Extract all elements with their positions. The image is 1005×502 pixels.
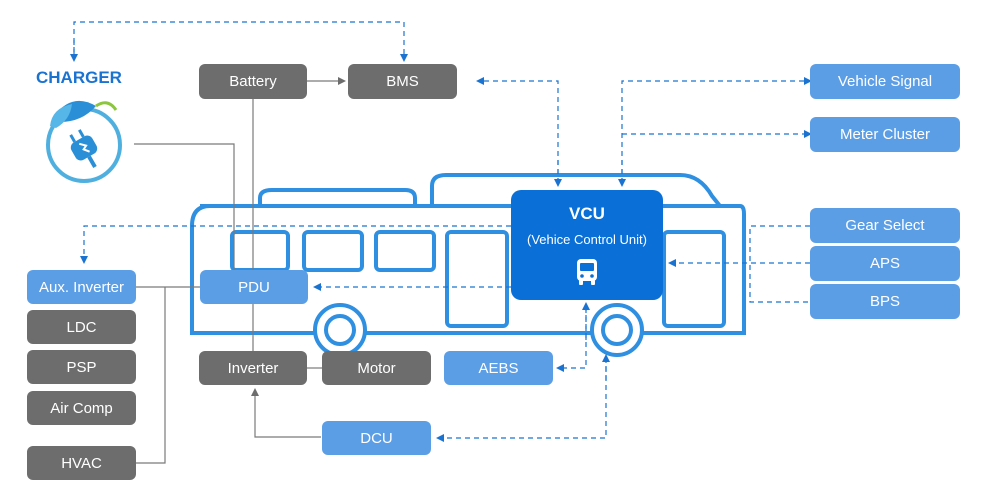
vehicle-signal-box: Vehicle Signal (810, 64, 960, 99)
charger-icon (46, 100, 122, 183)
ldc-box: LDC (27, 310, 136, 344)
meter-cluster-box: Meter Cluster (810, 117, 960, 152)
psp-box: PSP (27, 350, 136, 384)
aux-inverter-box: Aux. Inverter (27, 270, 136, 304)
gear-select-box: Gear Select (810, 208, 960, 243)
bus-icon (577, 259, 597, 285)
vcu-block: VCU (Vehice Control Unit) (511, 190, 663, 300)
vcu-subtitle: (Vehice Control Unit) (527, 232, 647, 247)
pdu-box: PDU (200, 270, 308, 304)
bps-box: BPS (810, 284, 960, 319)
dcu-box: DCU (322, 421, 431, 455)
battery-box: Battery (199, 64, 307, 99)
aps-box: APS (810, 246, 960, 281)
bms-box: BMS (348, 64, 457, 99)
air-comp-box: Air Comp (27, 391, 136, 425)
vcu-title: VCU (569, 204, 605, 223)
signal-connectors (70, 21, 812, 442)
hvac-box: HVAC (27, 446, 136, 480)
motor-box: Motor (322, 351, 431, 385)
aebs-box: AEBS (444, 351, 553, 385)
charger-title: CHARGER (36, 68, 122, 87)
inverter-box: Inverter (199, 351, 307, 385)
power-connectors (134, 77, 346, 464)
